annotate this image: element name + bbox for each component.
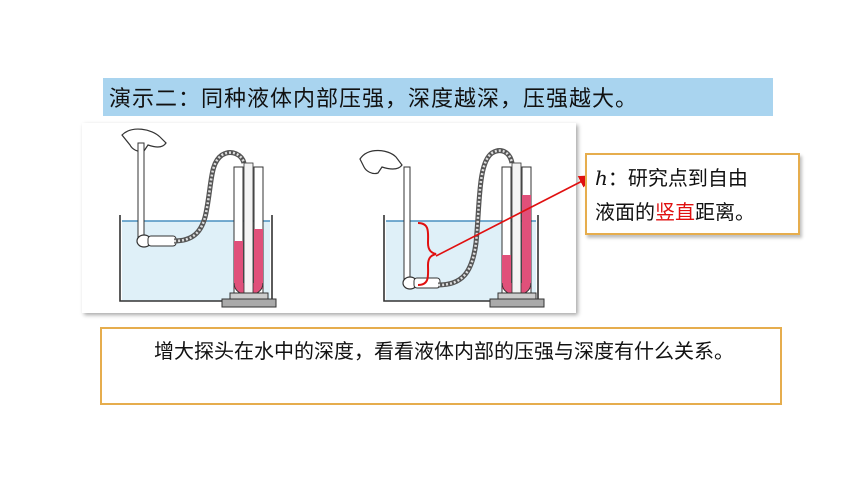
- probe-head-left: [147, 235, 177, 247]
- beaker-right: [383, 215, 539, 302]
- hand-left: [121, 128, 167, 153]
- experiment-figure: [82, 123, 576, 313]
- instruction-text: 增大探头在水中的深度，看看液体内部的压强与深度有什么关系。: [154, 339, 734, 363]
- manometer-scale-left: [243, 162, 254, 294]
- beaker-left: [119, 215, 273, 302]
- note-line-1: h：研究点到自由: [595, 166, 748, 190]
- left-apparatus: [119, 128, 277, 308]
- highlight-vertical: 竖直: [655, 200, 695, 224]
- slide-title: 演示二：同种液体内部压强，深度越深，压强越大。: [103, 78, 773, 116]
- probe-rod-left: [137, 142, 145, 240]
- right-apparatus: [359, 148, 545, 308]
- experiment-illustration: [119, 128, 545, 308]
- manometer-base-left: [221, 298, 277, 308]
- depth-symbol: h: [595, 166, 608, 190]
- depth-definition-note: h：研究点到自由 液面的竖直距离。: [585, 153, 800, 235]
- manometer-base-right: [489, 298, 545, 308]
- instruction-box: 增大探头在水中的深度，看看液体内部的压强与深度有什么关系。: [100, 327, 782, 405]
- hand-right: [359, 149, 403, 175]
- probe-rod-right: [403, 166, 411, 280]
- title-text: 演示二：同种液体内部压强，深度越深，压强越大。: [109, 87, 639, 112]
- note-line-2: 液面的竖直距离。: [595, 200, 755, 224]
- manometer-scale-right: [511, 162, 522, 294]
